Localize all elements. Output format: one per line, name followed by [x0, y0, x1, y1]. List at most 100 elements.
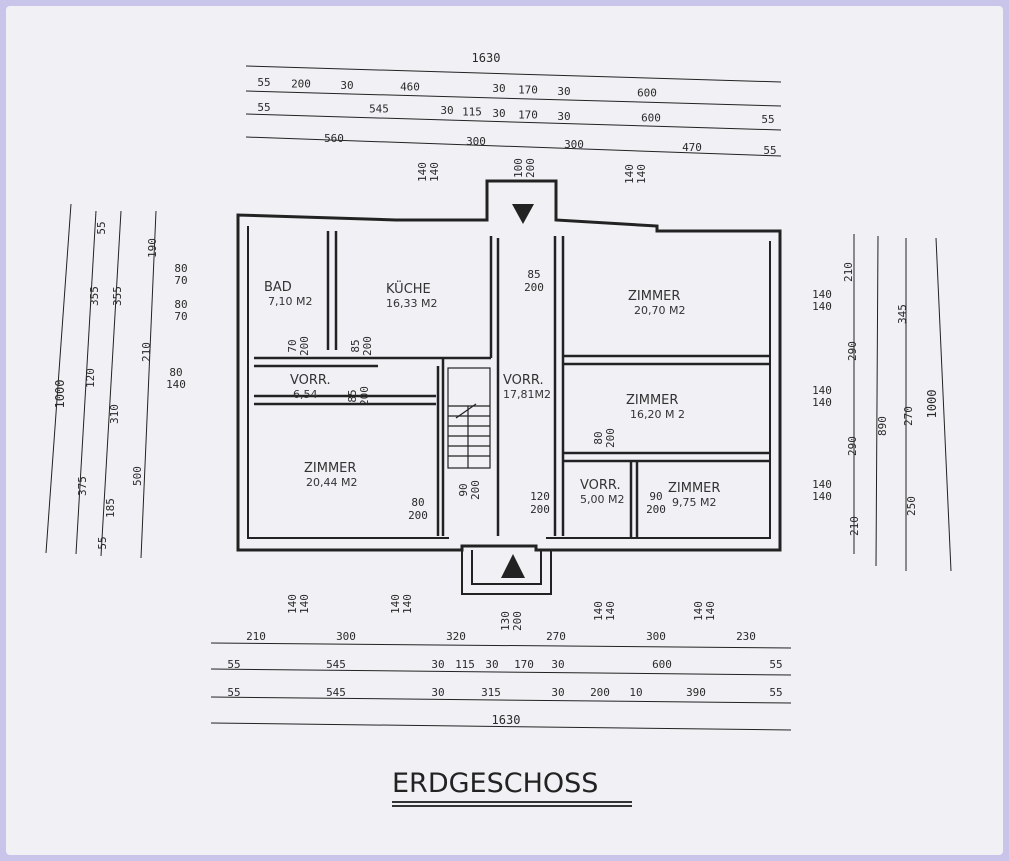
dim-bot-r3-4: 30	[551, 686, 564, 699]
room-zimmer-small-area: 9,75 M2	[672, 496, 716, 509]
dim-bot-r3-8: 55	[769, 686, 782, 699]
dim-right-c1-1: 290	[846, 341, 859, 361]
dim-top-r2-1: 545	[369, 103, 389, 116]
dim-window-1-1: 70	[174, 310, 187, 323]
dim-bot-open-2-1: 200	[511, 611, 524, 631]
dim-bottom-total: 1630	[492, 713, 521, 727]
dim-left-c2-2: 185	[104, 498, 117, 518]
dim-bot-r2-1: 545	[326, 658, 346, 671]
dim-top-r2-8: 55	[761, 113, 774, 126]
dim-door-4-0: 80	[411, 496, 424, 509]
dim-door-7-0: 120	[530, 490, 550, 503]
dim-left-c2-0: 355	[111, 286, 124, 306]
dim-bot-open-1-0: 140	[389, 594, 402, 614]
dim-right-open-0-0: 140	[812, 288, 832, 301]
room-vorr-center-name: VORR.	[503, 373, 544, 388]
dim-bot-r1-4: 300	[646, 630, 666, 643]
dim-bot-open-4-1: 140	[704, 601, 717, 621]
dim-top-open-2-0: 140	[623, 164, 636, 184]
dim-bot-r3-2: 30	[431, 686, 444, 699]
dim-bot-r3-1: 545	[326, 686, 346, 699]
dim-door-6-0: 80	[592, 431, 605, 444]
dim-bot-r2-6: 30	[551, 658, 564, 671]
dim-right-c2-3: 250	[905, 496, 918, 516]
dim-bot-r1-0: 210	[246, 630, 266, 643]
room-vorr-small-area: 5,00 M2	[580, 493, 624, 506]
dim-bot-r2-3: 115	[455, 658, 475, 671]
staircase	[447, 367, 491, 469]
dim-left-total: 1000	[53, 380, 67, 409]
dimension-lines	[45, 65, 952, 731]
room-zimmer-left-name: ZIMMER	[304, 461, 356, 476]
dim-window-0-1: 70	[174, 274, 187, 287]
dim-top-r3-3: 470	[682, 141, 702, 154]
dim-bot-r2-4: 30	[485, 658, 498, 671]
dim-bot-r2-5: 170	[514, 658, 534, 671]
drawing-title: ERDGESCHOSS	[392, 768, 632, 807]
dim-bot-r1-1: 300	[336, 630, 356, 643]
dim-door-0-0: 70	[286, 339, 299, 352]
dim-right-total: 1000	[925, 390, 939, 419]
dim-bot-open-2-0: 130	[499, 611, 512, 631]
room-zimmer-tr-area: 20,70 M2	[634, 304, 685, 317]
dim-door-1-1: 200	[361, 336, 374, 356]
dim-bot-open-0-0: 140	[286, 594, 299, 614]
room-zimmer-small-name: ZIMMER	[668, 481, 720, 496]
dim-right-open-0-1: 140	[812, 300, 832, 313]
dim-door-8-1: 200	[646, 503, 666, 516]
dim-top-r2-4: 30	[492, 107, 505, 120]
dim-bot-open-3-1: 140	[604, 601, 617, 621]
room-kueche-name: KÜCHE	[386, 280, 431, 297]
arrow-up-icon	[501, 554, 525, 578]
room-vorr-left-name: VORR.	[290, 373, 331, 388]
room-zimmer-mr-area: 16,20 M 2	[630, 408, 685, 421]
dim-left-c3-2: 500	[131, 466, 144, 486]
dim-bot-r2-7: 600	[652, 658, 672, 671]
dim-bot-r3-7: 390	[686, 686, 706, 699]
room-bad-name: BAD	[264, 280, 292, 295]
dim-top-r2-6: 30	[557, 110, 570, 123]
dim-left-c3-0: 190	[146, 238, 159, 258]
dim-bot-r2-2: 30	[431, 658, 444, 671]
dim-door-3-0: 85	[527, 268, 540, 281]
dim-window-0-0: 80	[174, 262, 187, 275]
dim-left-c1-1: 120	[84, 368, 97, 388]
dim-right-c1-3: 210	[848, 516, 861, 536]
dim-right-open-2-1: 140	[812, 490, 832, 503]
dim-bot-r2-8: 55	[769, 658, 782, 671]
dim-door-5-1: 200	[469, 480, 482, 500]
dim-bot-r3-0: 55	[227, 686, 240, 699]
dim-bot-r3-6: 10	[629, 686, 642, 699]
dim-right-c1-0: 210	[842, 262, 855, 282]
dim-bot-open-3-0: 140	[592, 601, 605, 621]
dim-door-2-1: 200	[358, 386, 371, 406]
dim-left-c2-1: 310	[108, 404, 121, 424]
dim-bot-r1-3: 270	[546, 630, 566, 643]
entry-porch	[461, 550, 552, 595]
drawing-sheet: BAD 7,10 M2 KÜCHE 16,33 M2 ZIMMER 20,70 …	[6, 6, 1003, 855]
dim-top-r1-7: 600	[637, 87, 657, 100]
dim-door-1-0: 85	[349, 339, 362, 352]
dim-top-r2-0: 55	[257, 101, 270, 114]
room-vorr-center-area: 17,81M2	[503, 388, 551, 401]
dim-right-open-2-0: 140	[812, 478, 832, 491]
dim-top-r2-2: 30	[440, 104, 453, 117]
dim-top-r3-0: 560	[324, 132, 344, 145]
dim-window-1-0: 80	[174, 298, 187, 311]
dim-top-r1-0: 55	[257, 76, 270, 89]
dim-bot-open-0-1: 140	[298, 594, 311, 614]
room-vorr-left-area: 6,54	[293, 388, 318, 401]
dim-top-r1-1: 200	[291, 78, 311, 91]
dim-top-open-1-1: 200	[524, 158, 537, 178]
dim-door-5-0: 90	[457, 483, 470, 496]
dim-door-7-1: 200	[530, 503, 550, 516]
dim-top-r2-3: 115	[462, 106, 482, 119]
arrow-down-icon	[512, 204, 534, 224]
dim-door-6-1: 200	[604, 428, 617, 448]
dim-left-c1-0: 375	[76, 476, 89, 496]
dim-top-open-0-1: 140	[428, 162, 441, 182]
floor-plan: BAD 7,10 M2 KÜCHE 16,33 M2 ZIMMER 20,70 …	[45, 51, 952, 731]
dim-left-c3-1: 210	[140, 342, 153, 362]
dim-top-open-0-0: 140	[416, 162, 429, 182]
